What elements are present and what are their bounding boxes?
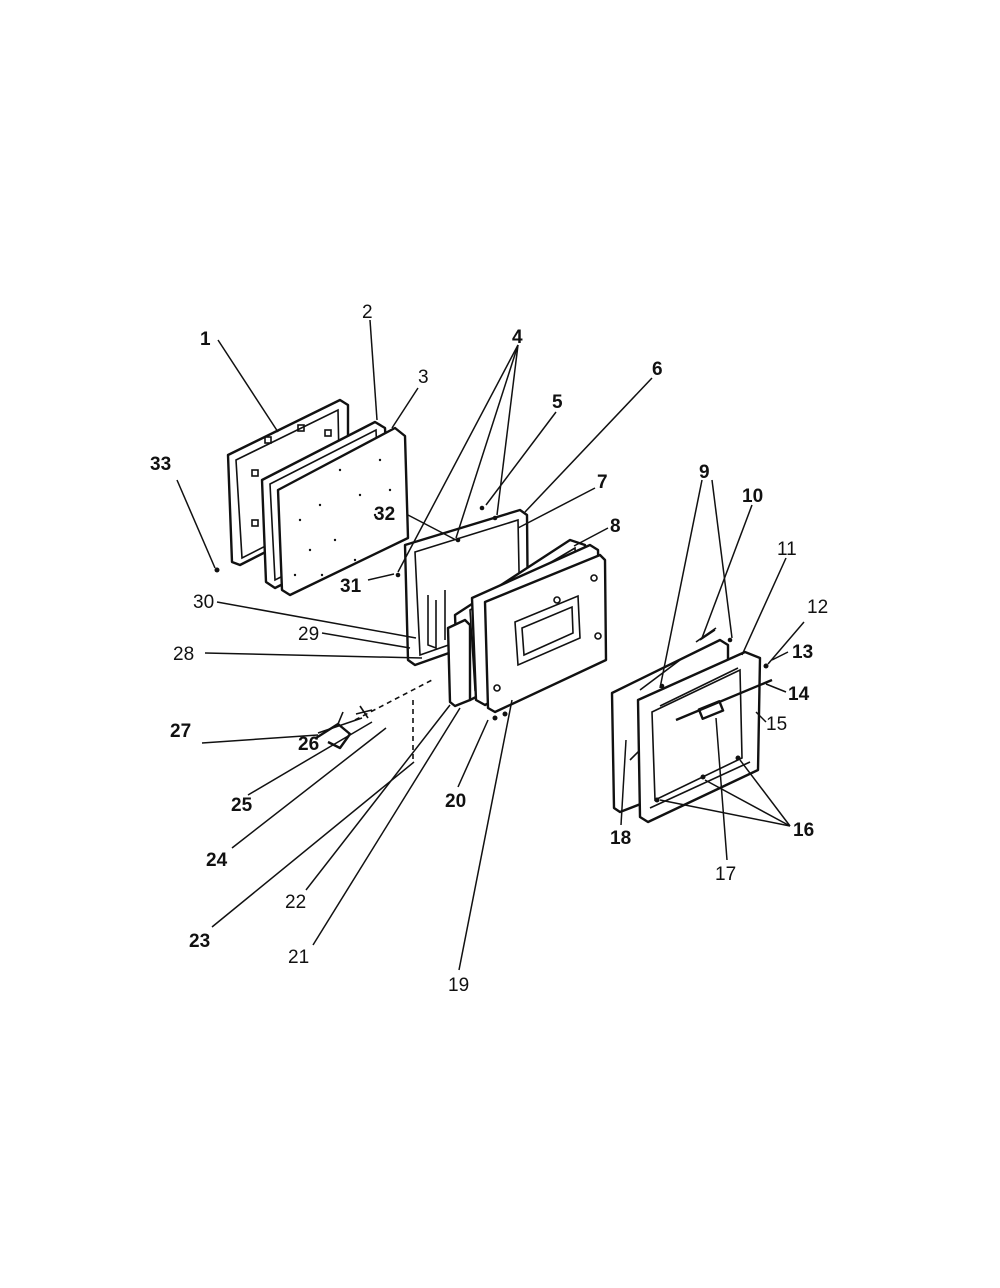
- callout-27: 27: [170, 721, 191, 742]
- part-16-screw-c: [654, 797, 660, 803]
- callout-23: 23: [189, 931, 210, 952]
- callout-26: 26: [298, 734, 319, 755]
- callout-labels: 1 2 3 4 5 6 7 8 9 10 11 12 13 14 15 16 1…: [150, 302, 828, 996]
- part-27-hinge: [315, 711, 352, 750]
- part-5-screw: [479, 505, 485, 511]
- callout-20: 20: [445, 791, 466, 812]
- callout-9: 9: [699, 462, 710, 483]
- part-16-bottom-rail: [649, 761, 751, 809]
- callout-8: 8: [610, 516, 621, 537]
- callout-21: 21: [288, 947, 309, 968]
- part-11-glass-frame: [636, 650, 762, 824]
- callout-31: 31: [340, 576, 362, 597]
- callout-17: 17: [715, 864, 736, 885]
- callout-6: 6: [652, 359, 663, 380]
- callout-29: 29: [298, 624, 319, 645]
- part-4-screw-b: [492, 515, 498, 521]
- part-14-support-rod: [675, 678, 773, 722]
- part-9-clip-b: [727, 637, 733, 643]
- callout-13: 13: [792, 642, 813, 663]
- part-20-screws: [492, 711, 508, 721]
- callout-11: 11: [777, 539, 797, 560]
- callout-4: 4: [512, 327, 523, 348]
- callout-7: 7: [597, 472, 608, 493]
- callout-30: 30: [193, 592, 214, 613]
- callout-28: 28: [173, 644, 194, 665]
- callout-18: 18: [610, 828, 631, 849]
- callout-15: 15: [766, 714, 787, 735]
- callout-12: 12: [807, 597, 828, 618]
- part-33-screw: [214, 567, 220, 573]
- leader-lines: [176, 319, 805, 971]
- hinge-assembly-line: [354, 679, 433, 721]
- callout-10: 10: [742, 486, 763, 507]
- part-19-door-front: [483, 553, 608, 714]
- part-16-screw-b: [735, 755, 741, 761]
- part-31-screw: [395, 572, 401, 578]
- callout-22: 22: [285, 892, 306, 913]
- part-4-screw-a: [455, 537, 461, 543]
- part-12-screw: [763, 663, 769, 669]
- callout-33: 33: [150, 454, 171, 475]
- callout-2: 2: [362, 302, 373, 323]
- callout-3: 3: [418, 367, 429, 388]
- callout-32: 32: [374, 504, 395, 525]
- part-16-screw-a: [700, 774, 706, 780]
- part-26-hinge-pin: [355, 705, 373, 719]
- callout-25: 25: [231, 795, 253, 816]
- callout-14: 14: [788, 684, 810, 705]
- callout-5: 5: [552, 392, 563, 413]
- part-3-insulation-pad: [276, 426, 410, 597]
- callout-24: 24: [206, 850, 228, 871]
- part-10-inner-glass: [659, 627, 739, 720]
- part-21-22-spacers: [446, 618, 472, 708]
- callout-19: 19: [448, 975, 469, 996]
- callout-1: 1: [200, 329, 211, 350]
- callout-16: 16: [793, 820, 814, 841]
